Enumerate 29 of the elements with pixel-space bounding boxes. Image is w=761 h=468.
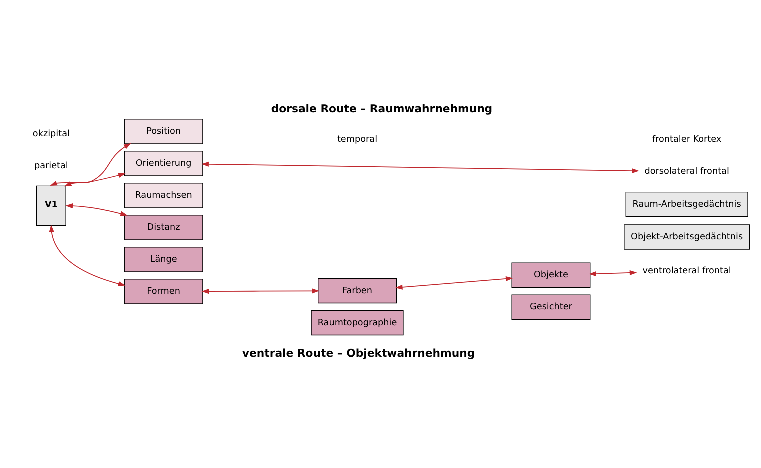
caption: ventrale Route – Objektwahrnehmung [242,346,475,360]
node-text: dorsolateral frontal [644,166,729,177]
node-box: Raum-Arbeitsgedächtnis [625,191,748,217]
arrow [48,224,126,286]
node-box: Position [124,118,203,144]
label: parietal [34,161,68,172]
arrow [50,142,131,186]
label: frontaler Kortex [652,134,722,145]
node-box: Formen [124,278,203,304]
arrow [588,270,637,276]
node-box: Orientierung [124,150,203,176]
node-box: Objekt-Arbeitsgedächtnis [624,224,750,250]
node-box: V1 [36,185,66,226]
label: okzipital [32,129,70,140]
arrow [201,288,320,294]
arrow [64,172,126,186]
arrow [201,161,639,174]
node-box: Gesichter [511,294,590,320]
diagram-title: dorsale Route – Raumwahrnehmung [270,102,492,115]
arrow [65,203,128,216]
node-text: ventrolateral frontal [642,266,731,276]
arrow [395,276,513,290]
node-box: Objekte [511,262,590,288]
node-box: Länge [124,246,203,272]
node-box: Raumachsen [124,182,203,208]
label: temporal [336,134,378,145]
node-box: Distanz [124,214,203,240]
node-box: Farben [318,278,396,304]
node-box: Raumtopographie [310,310,404,336]
